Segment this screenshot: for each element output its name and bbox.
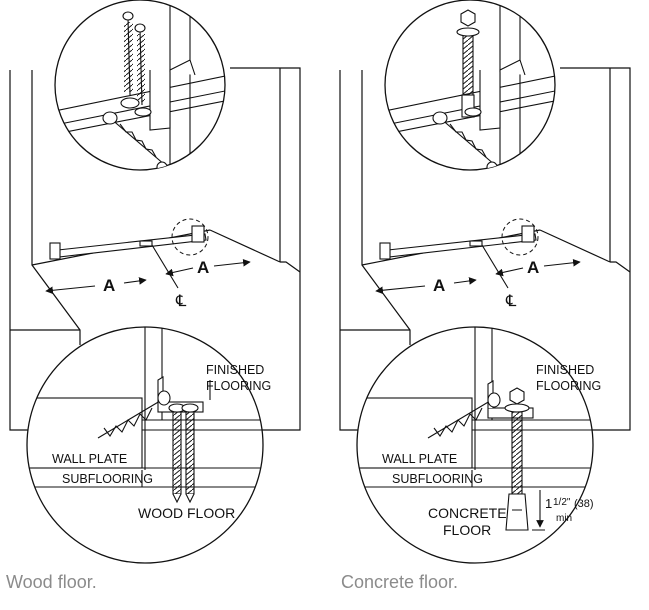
finished-flooring-label-2: FLOORING: [536, 379, 601, 393]
wood-floor-caption: Wood floor.: [6, 572, 97, 592]
min-depth-metric: (38): [574, 498, 594, 510]
wood-floor-panel: A A ℄: [9, 0, 301, 564]
min-depth-suffix: min: [556, 513, 572, 524]
anti-tip-bracket: [379, 225, 537, 260]
bottom-detail-circle: [356, 326, 594, 564]
dimension-a-left: A: [103, 276, 115, 295]
concrete-floor-caption: Concrete floor.: [341, 572, 459, 592]
dimension-a-right: A: [197, 258, 209, 277]
concrete-anchor-bolt: [456, 9, 480, 118]
top-detail-circle: [54, 0, 226, 171]
concrete-anchor: [504, 387, 530, 531]
dimension-a-right: A: [527, 258, 539, 277]
min-depth-fraction: 1/2": [553, 497, 571, 508]
top-detail-circle: [384, 0, 556, 171]
subflooring-label: SUBFLOORING: [62, 472, 153, 486]
bottom-detail-circle: [26, 326, 264, 564]
anti-tip-bracket: [49, 225, 207, 260]
wall-screw: [97, 390, 171, 439]
detail-callout-circle: [171, 218, 209, 256]
floor-type-label-1: CONCRETE: [428, 505, 507, 521]
dimension-arrows: [375, 244, 581, 295]
wall-screw: [427, 392, 501, 439]
concrete-floor-panel: A A ℄: [339, 0, 631, 564]
floor-type-label-2: FLOOR: [443, 522, 491, 538]
floor-screws: [168, 403, 199, 504]
centerline-symbol: ℄: [505, 293, 517, 310]
dimension-arrows: [45, 244, 251, 295]
dimension-a-left: A: [433, 276, 445, 295]
detail-callout-circle: [501, 218, 539, 256]
vertical-screws: [122, 11, 146, 106]
finished-flooring-label-1: FINISHED: [536, 363, 594, 377]
wall-plate-label: WALL PLATE: [52, 452, 127, 466]
finished-flooring-label-2: FLOORING: [206, 379, 271, 393]
min-depth-whole: 1: [545, 496, 552, 511]
floor-type-label: WOOD FLOOR: [138, 505, 235, 521]
centerline-symbol: ℄: [175, 293, 187, 310]
subflooring-label: SUBFLOORING: [392, 472, 483, 486]
wall-plate-label: WALL PLATE: [382, 452, 457, 466]
finished-flooring-label-1: FINISHED: [206, 363, 264, 377]
